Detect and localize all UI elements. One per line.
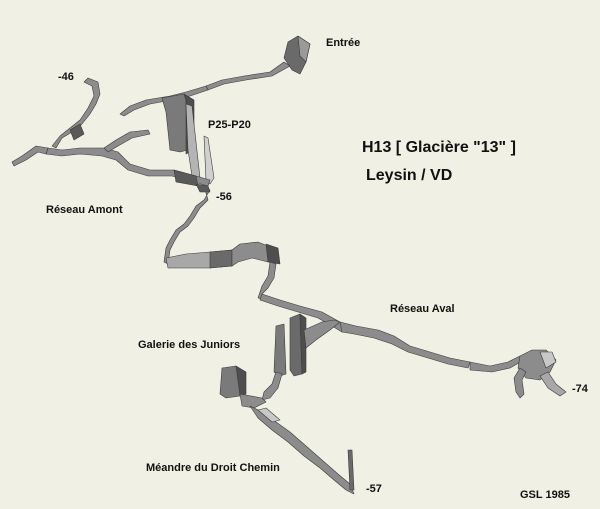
terminal-branch [513, 367, 527, 399]
juniors-pillar-2 [289, 313, 303, 377]
amont-branch-up-block [69, 123, 85, 141]
label-reseau-aval: Réseau Aval [390, 303, 455, 315]
descent-ledge [195, 183, 211, 193]
shaft-p25 [161, 93, 189, 153]
aval-passage-2 [339, 321, 471, 369]
middle-gallery-east-face [265, 243, 281, 265]
meandre-passage [249, 405, 355, 495]
entrance-passage [205, 61, 291, 91]
aval-descent [257, 261, 277, 301]
meandre-junction [239, 393, 267, 409]
amont-branch-west [11, 145, 49, 167]
terminal-chamber-face [539, 351, 557, 369]
juniors-pillar-2-face [299, 313, 307, 375]
amont-side-branch [103, 129, 151, 153]
label-meandre: Méandre du Droit Chemin [146, 462, 280, 474]
meandre-spike [347, 449, 355, 491]
juniors-pillar-1 [273, 323, 287, 377]
label-galerie-juniors: Galerie des Juniors [138, 339, 241, 351]
label-depth-74: -74 [572, 383, 588, 395]
juniors-down [261, 371, 283, 401]
shaft-p20-narrow [203, 135, 215, 185]
entrance-shaft-face [297, 35, 311, 63]
label-reseau-amont: Réseau Amont [46, 204, 123, 216]
terminal-branch-2 [539, 371, 567, 397]
middle-gallery-face [209, 249, 233, 269]
label-depth-57: -57 [366, 483, 382, 495]
aval-passage-3 [469, 355, 525, 373]
label-entree: Entrée [326, 37, 361, 49]
cave-title: H13 [ Glacière "13" ] [362, 139, 516, 156]
cave-location: Leysin / VD [366, 167, 453, 184]
label-depth-56: -56 [216, 191, 232, 203]
meandre-block-face [235, 365, 247, 397]
meandre-passage-face [257, 407, 281, 423]
descent-passage [163, 185, 211, 265]
juniors-gallery [303, 319, 341, 349]
label-p25-p20: P25-P20 [208, 119, 251, 131]
shaft-p20 [185, 103, 201, 179]
survey-credit: GSL 1985 [520, 489, 570, 501]
label-depth-46: -46 [58, 71, 74, 83]
